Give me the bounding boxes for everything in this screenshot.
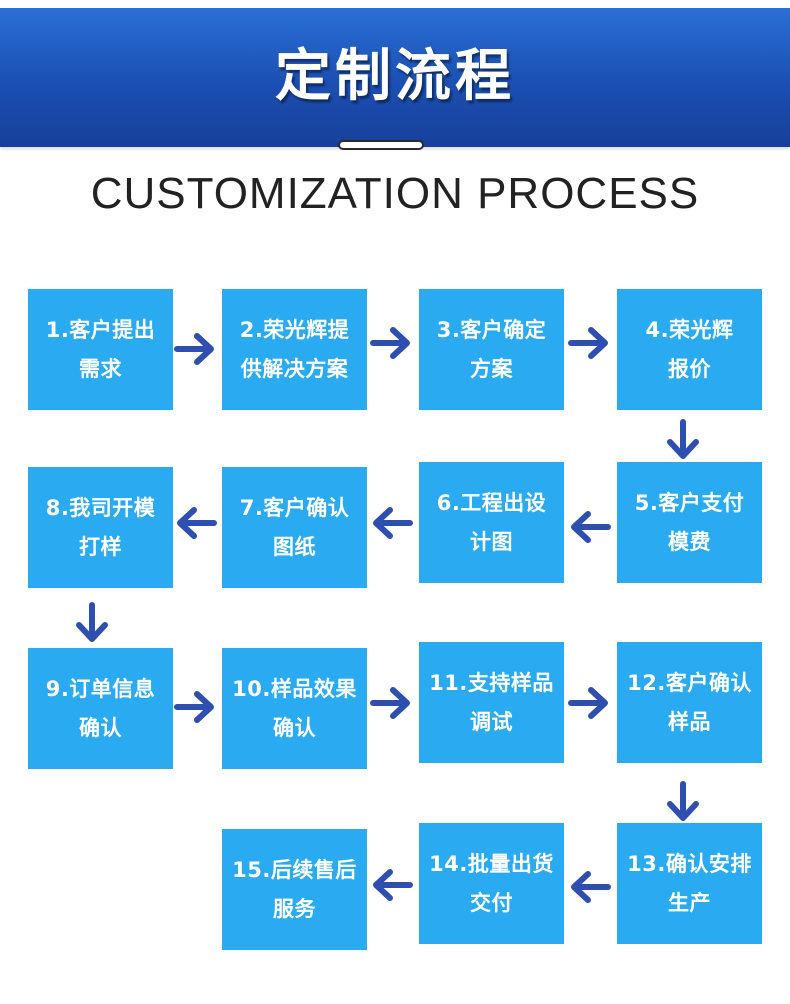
arrow-right-icon	[173, 329, 217, 369]
step-6: 6.工程出设 计图	[419, 462, 564, 583]
step-15: 15.后续售后 服务	[222, 829, 367, 950]
decorative-pill	[338, 140, 424, 150]
arrow-right-icon	[567, 323, 611, 363]
step-label: 1.客户提出 需求	[45, 317, 156, 381]
step-label: 6.工程出设 计图	[436, 490, 547, 554]
step-label: 14.批量出货 交付	[429, 851, 554, 915]
step-label: 2.荣光辉提 供解决方案	[239, 317, 350, 381]
step-8: 8.我司开模 打样	[28, 467, 173, 588]
arrow-right-icon	[369, 323, 413, 363]
arrow-right-icon	[369, 683, 413, 723]
arrow-left-icon	[568, 507, 612, 547]
step-9: 9.订单信息 确认	[28, 648, 173, 769]
step-3: 3.客户确定 方案	[419, 289, 564, 410]
step-label: 15.后续售后 服务	[232, 857, 357, 921]
arrow-left-icon	[370, 865, 414, 905]
step-14: 14.批量出货 交付	[419, 823, 564, 944]
arrow-down-icon	[663, 418, 703, 462]
step-13: 13.确认安排 生产	[617, 823, 762, 944]
step-11: 11.支持样品 调试	[419, 642, 564, 763]
step-7: 7.客户确认 图纸	[222, 467, 367, 588]
step-10: 10.样品效果 确认	[222, 648, 367, 769]
step-label: 9.订单信息 确认	[45, 676, 156, 740]
step-label: 10.样品效果 确认	[232, 676, 357, 740]
step-label: 4.荣光辉 报价	[645, 317, 734, 381]
arrow-down-icon	[663, 780, 703, 824]
step-label: 11.支持样品 调试	[429, 670, 554, 734]
arrow-right-icon	[173, 687, 217, 727]
step-label: 3.客户确定 方案	[436, 317, 547, 381]
title-banner: 定制流程	[0, 8, 790, 147]
step-label: 8.我司开模 打样	[45, 495, 156, 559]
step-label: 13.确认安排 生产	[627, 851, 752, 915]
step-label: 12.客户确认 样品	[627, 670, 752, 734]
step-12: 12.客户确认 样品	[617, 642, 762, 763]
page-title: 定制流程	[275, 44, 515, 109]
step-2: 2.荣光辉提 供解决方案	[222, 289, 367, 410]
step-5: 5.客户支付 模费	[617, 462, 762, 583]
arrow-down-icon	[72, 601, 112, 645]
page-subtitle: CUSTOMIZATION PROCESS	[90, 169, 700, 218]
arrow-left-icon	[174, 503, 218, 543]
arrow-left-icon	[568, 867, 612, 907]
step-4: 4.荣光辉 报价	[617, 289, 762, 410]
step-1: 1.客户提出 需求	[28, 289, 173, 410]
arrow-left-icon	[370, 503, 414, 543]
arrow-right-icon	[567, 683, 611, 723]
step-label: 7.客户确认 图纸	[239, 495, 350, 559]
step-label: 5.客户支付 模费	[634, 490, 745, 554]
